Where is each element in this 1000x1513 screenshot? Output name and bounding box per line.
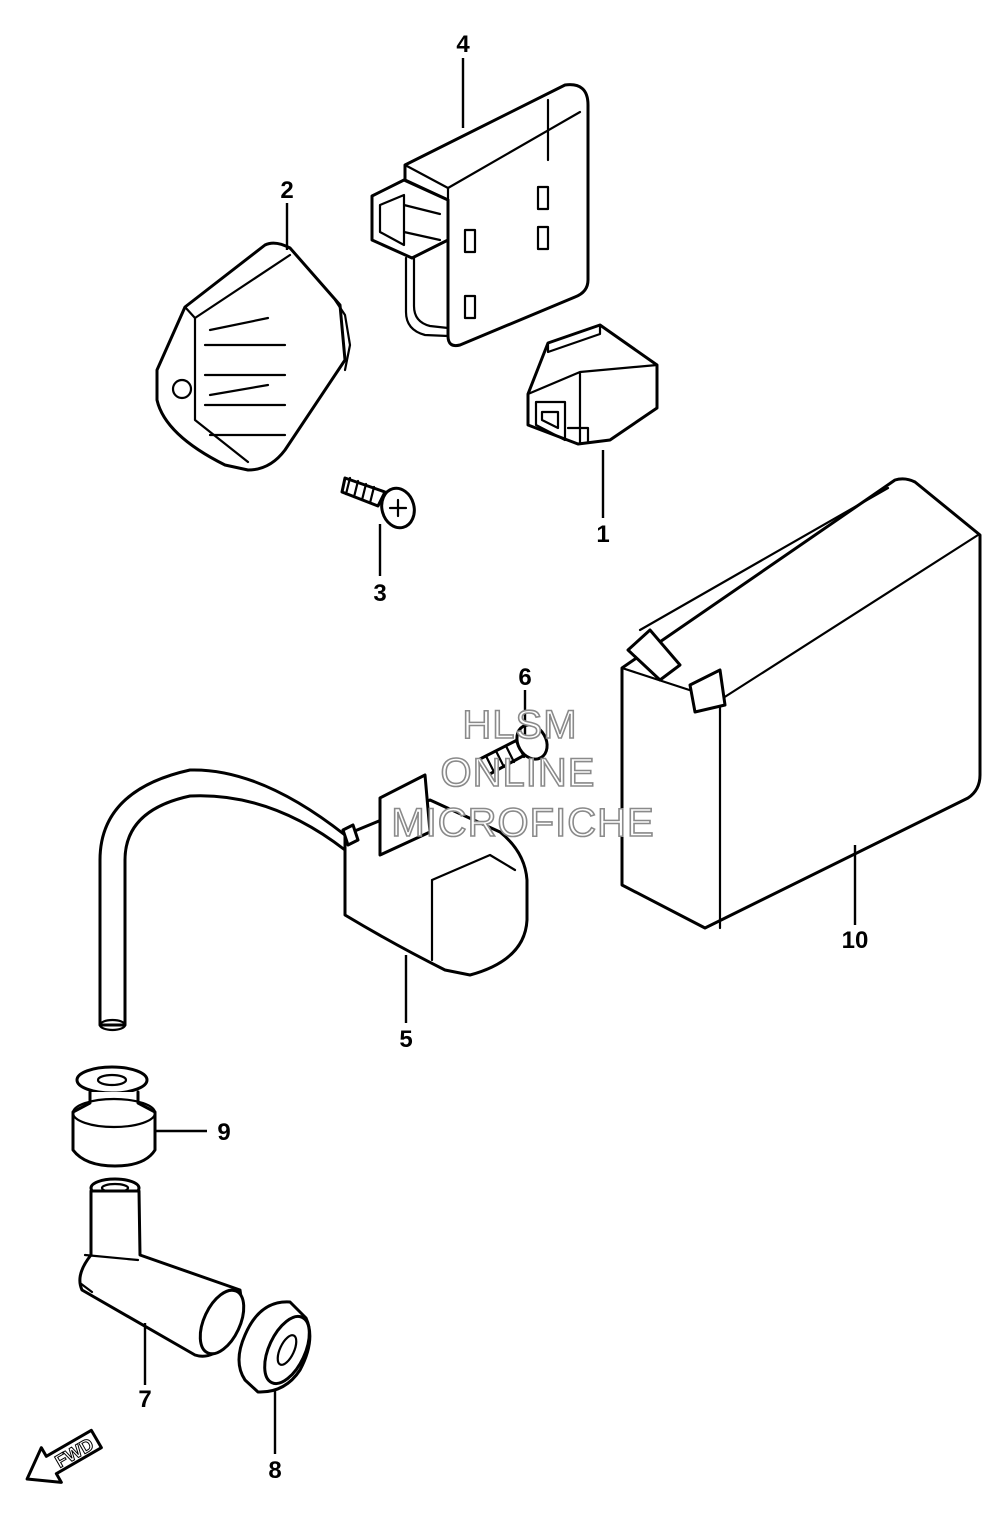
callout-8: 8 <box>268 1457 281 1484</box>
part-8-seal <box>237 1300 312 1394</box>
watermark-line-2: ONLINE <box>441 751 596 795</box>
part-3-screw <box>340 476 416 530</box>
part-2-regulator-rectifier <box>155 241 352 472</box>
callout-10: 10 <box>842 927 869 954</box>
part-5-relay <box>98 768 529 1032</box>
fwd-arrow: FWD <box>25 1428 103 1484</box>
watermark: HLSM ONLINE MICROFICHE <box>391 702 655 846</box>
callout-5: 5 <box>399 1026 412 1053</box>
part-7-elbow-hose <box>78 1177 246 1358</box>
leader-lines <box>143 58 857 1454</box>
watermark-line-1: HLSM <box>462 703 577 747</box>
callout-9: 9 <box>217 1119 230 1146</box>
part-10-battery <box>620 477 982 930</box>
callout-4: 4 <box>456 31 470 58</box>
callout-6: 6 <box>518 664 531 691</box>
callout-7: 7 <box>138 1386 151 1413</box>
callout-1: 1 <box>596 521 609 548</box>
callout-numbers: 4 2 1 3 6 10 5 9 7 8 <box>138 31 868 1484</box>
part-4-ignitor-unit <box>370 83 590 348</box>
watermark-line-3: MICROFICHE <box>391 801 654 845</box>
part-1-coupler <box>526 323 659 446</box>
callout-2: 2 <box>280 177 293 204</box>
callout-3: 3 <box>373 580 386 607</box>
part-9-grommet <box>71 1065 157 1168</box>
